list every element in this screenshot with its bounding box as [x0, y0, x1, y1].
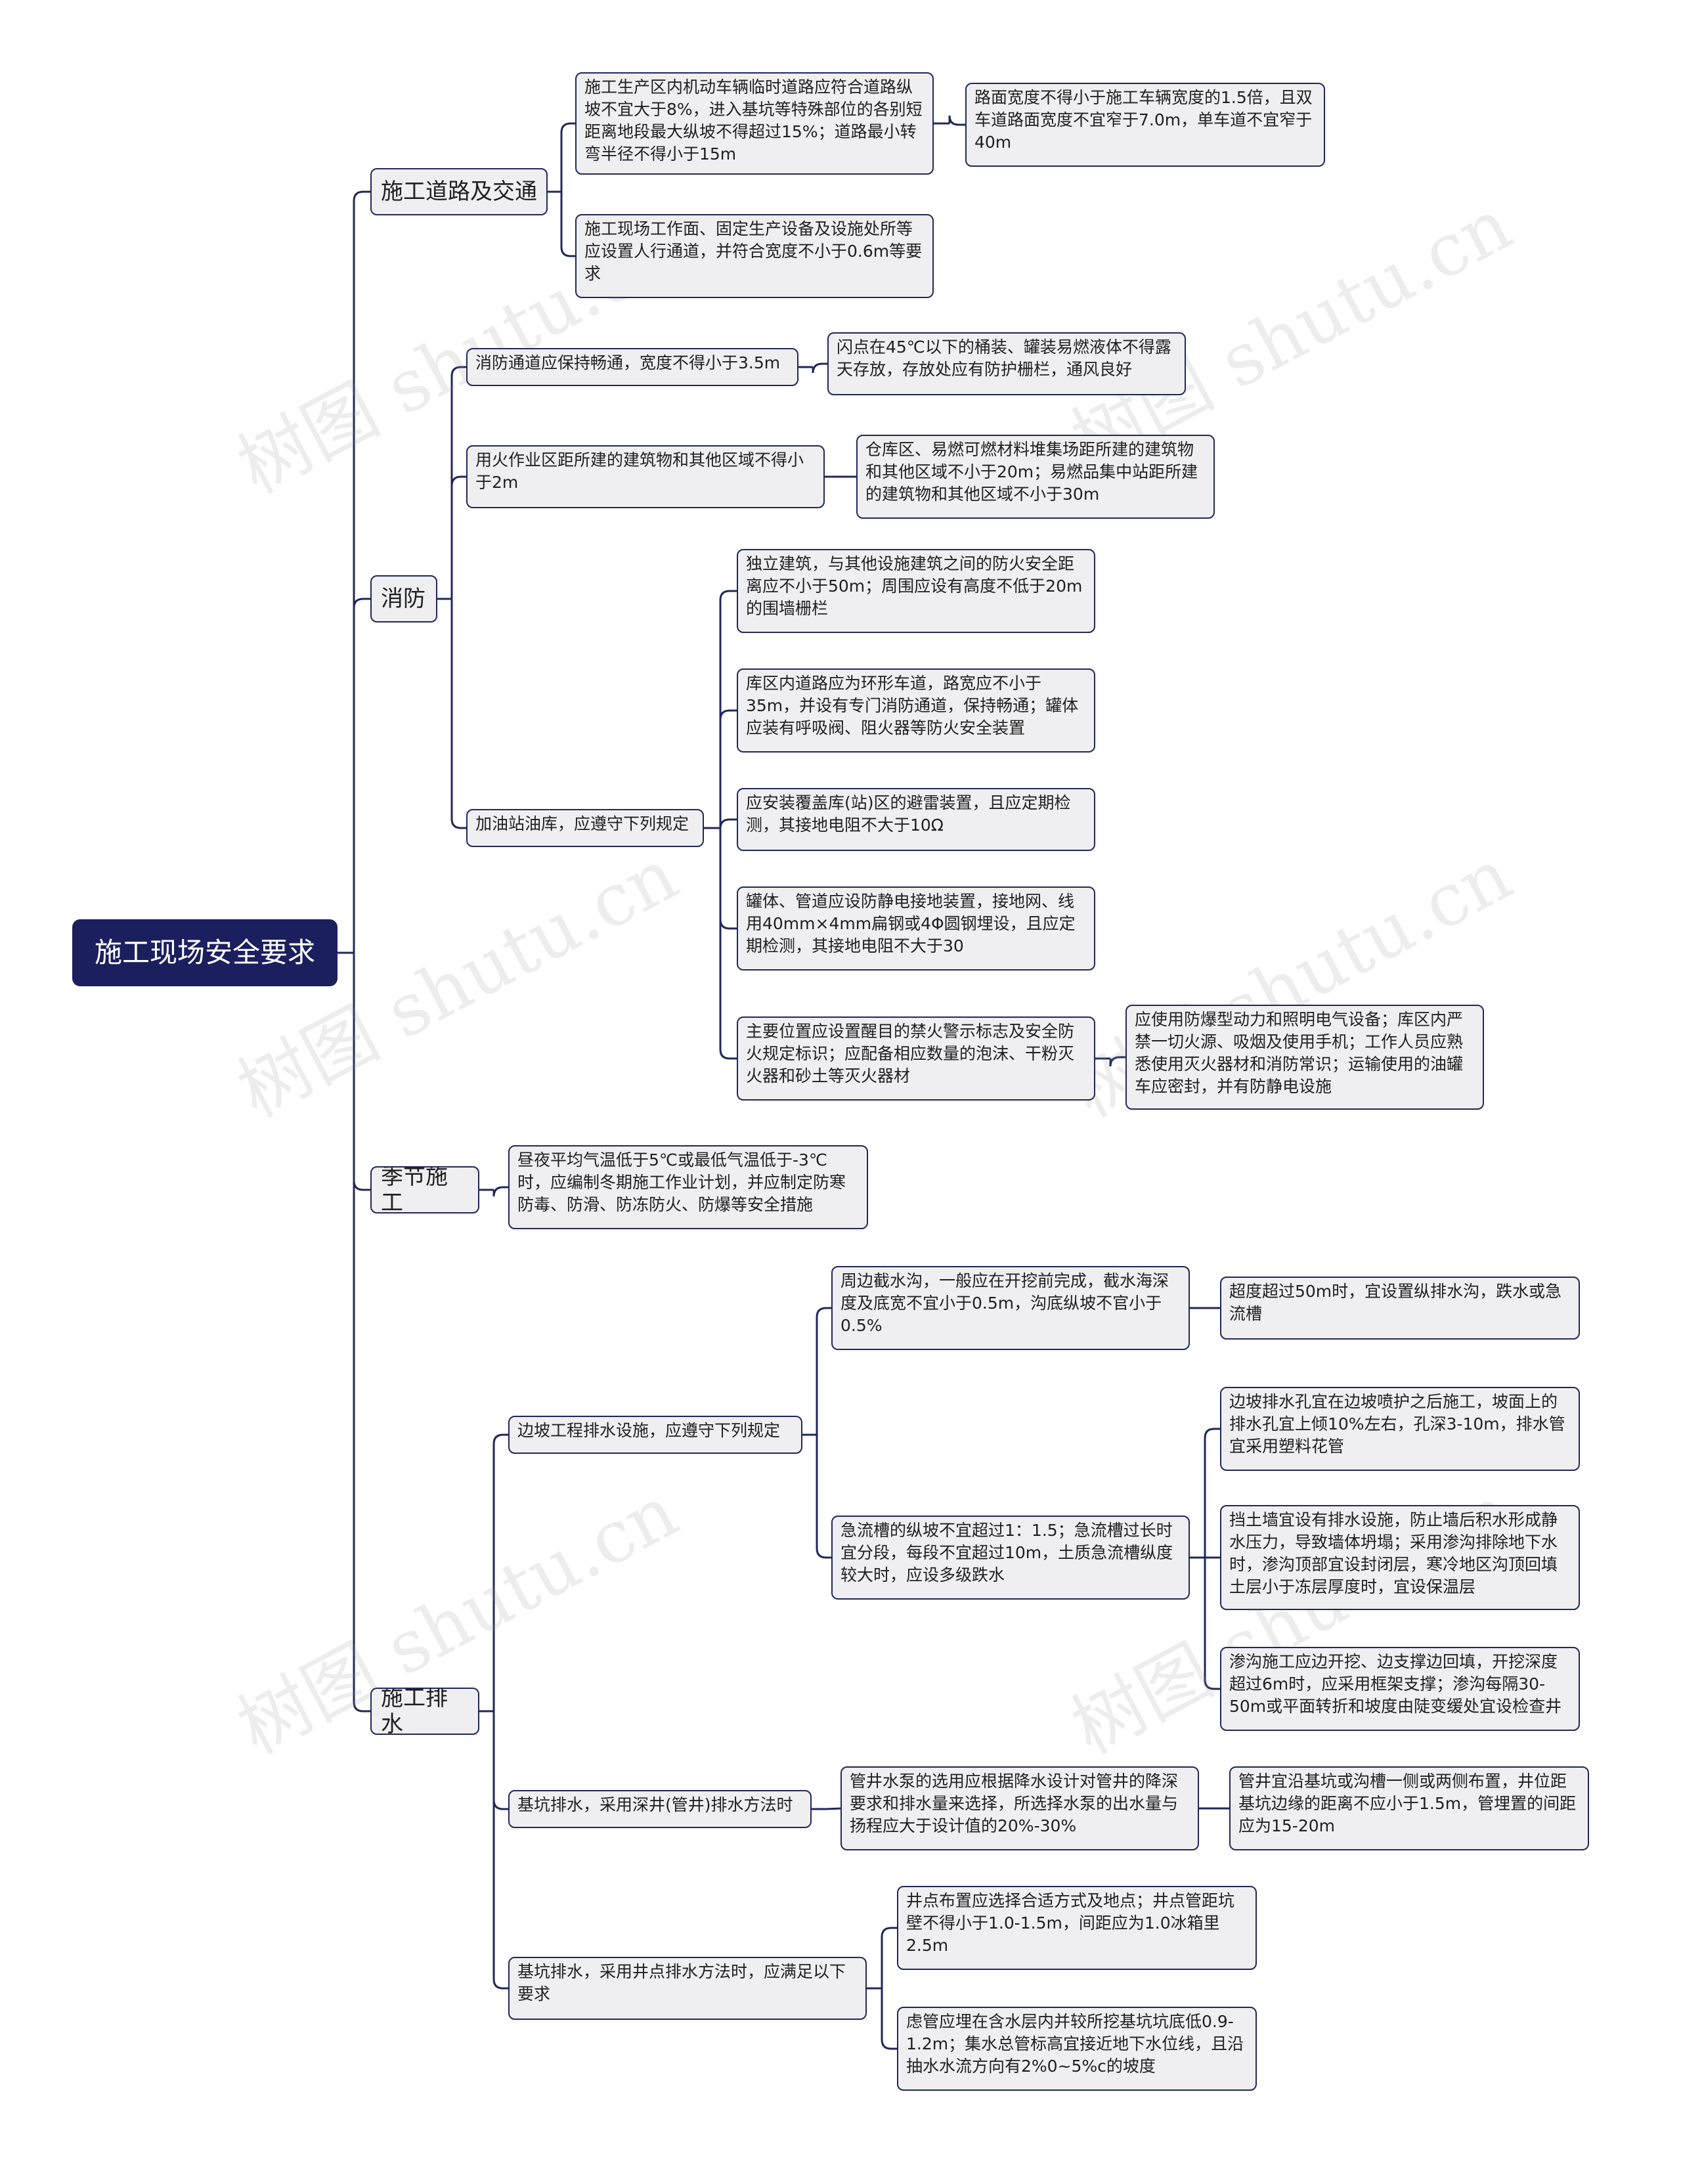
hot-work-zone-node[interactable]: 用火作业区距所建的建筑物和其他区域不得小于2m — [466, 445, 825, 508]
road-width-node[interactable]: 路面宽度不得小于施工车辆宽度的1.5倍，且双车道路面宽度不宜窄于7.0m，单车道… — [965, 83, 1325, 167]
seepage-ditch-node[interactable]: 渗沟施工应边开挖、边支撑边回填，开挖深度超过6m时，应采用框架支撑；渗沟每隔30… — [1220, 1647, 1580, 1731]
fuel-depot-rule-2[interactable]: 库区内道路应为环形车道，路宽应不小于35m，并设有专门消防通道，保持畅通；罐体应… — [737, 668, 1095, 753]
connector-fire_a — [798, 362, 827, 374]
wellpoint-drainage-node[interactable]: 基坑排水，采用井点排水方法时，应满足以下要求 — [508, 1957, 867, 2020]
chute-slope-node[interactable]: 急流槽的纵坡不宜超过1：1.5；急流槽过长时宜分段，每段不宜超过10m，土质急流… — [831, 1516, 1190, 1600]
winter-plan-node[interactable]: 昼夜平均气温低于5℃或最低气温低于-3℃时，应编制冬期施工作业计划，并应制定防寒… — [508, 1145, 868, 1229]
fuel-depot-rule-5[interactable]: 主要位置应设置醒目的禁火警示标志及安全防火规定标识；应配备相应数量的泡沫、干粉灭… — [737, 1016, 1095, 1101]
slope-drainage-rules-node[interactable]: 边坡工程排水设施，应遵守下列规定 — [508, 1416, 802, 1454]
fuel-depot-rule-4[interactable]: 罐体、管道应设防静电接地装置，接地网、线用40mm×4mm扁钢或4Φ圆钢埋设，且… — [737, 886, 1095, 971]
fuel-depot-rule-3[interactable]: 应安装覆盖库(站)区的避雷装置，且应定期检测，其接地电阻不大于10Ω — [737, 788, 1095, 851]
wellpoint-layout-node[interactable]: 井点布置应选择合适方式及地点；井点管距坑壁不得小于1.0-1.5m，间距应为1.… — [897, 1886, 1257, 1970]
drain-hole-node[interactable]: 边坡排水孔宜在边坡喷护之后施工，坡面上的排水孔宜上倾10%左右，孔深3-10m，… — [1220, 1387, 1580, 1471]
pedestrian-passage-node[interactable]: 施工现场工作面、固定生产设备及设施处所等应设置人行通道，并符合宽度不小于0.6m… — [575, 214, 934, 298]
filter-pipe-node[interactable]: 虑管应埋在含水层内并较所挖基坑坑底低0.9-1.2m；集水总管标高宜接近地下水位… — [897, 2007, 1257, 2091]
fuel-depot-rule-5-detail[interactable]: 应使用防爆型动力和照明电气设备；库区内严禁一切火源、吸烟及使用手机；工作人员应熟… — [1125, 1005, 1484, 1110]
topic-fire-protection[interactable]: 消防 — [370, 575, 437, 622]
connector-road_n1 — [934, 115, 965, 126]
connector-slope_n2 — [1190, 1428, 1220, 1690]
well-layout-node[interactable]: 管井宜沿基坑或沟槽一侧或两侧布置，井位距基坑边缘的距离不应小于1.5m，管埋置的… — [1229, 1766, 1589, 1850]
connector-season — [479, 1186, 508, 1197]
topic-construction-drainage[interactable]: 施工排水 — [370, 1688, 479, 1735]
road-grade-node[interactable]: 施工生产区内机动车辆临时道路应符合道路纵坡不宜大于8%，进入基坑等特殊部位的各别… — [575, 72, 934, 175]
connector-root — [338, 190, 370, 1713]
connector-slope — [802, 1307, 831, 1559]
fire-lane-node[interactable]: 消防通道应保持畅通，宽度不得小于3.5m — [466, 348, 798, 386]
connector-wp — [867, 1927, 897, 2050]
connector-fire_c5 — [1095, 1056, 1125, 1067]
well-pump-selection-node[interactable]: 管井水泵的选用应根据降水设计对管井的降深要求和排水量来选择，所选择水泵的出水量与… — [840, 1766, 1199, 1850]
fuel-depot-rule-1[interactable]: 独立建筑，与其他设施建筑之间的防火安全距离应不小于50m；周围应设有高度不低于2… — [737, 549, 1095, 633]
deep-well-drainage-node[interactable]: 基坑排水，采用深井(管井)排水方法时 — [508, 1790, 812, 1828]
connector-fire_c — [704, 590, 737, 1060]
connector-drain — [479, 1433, 508, 1990]
topic-road-traffic[interactable]: 施工道路及交通 — [370, 168, 548, 215]
connector-fire — [437, 366, 466, 829]
longitudinal-ditch-node[interactable]: 超度超过50m时，宜设置纵排水沟，跌水或急流槽 — [1220, 1277, 1580, 1340]
retaining-wall-node[interactable]: 挡土墙宜设有排水设施，防止墙后积水形成静水压力，导致墙体坍塌；采用渗沟排除地下水… — [1220, 1505, 1580, 1610]
intercepting-ditch-node[interactable]: 周边截水沟，一般应在开挖前完成，截水海深度及底宽不宜小于0.5m，沟底纵坡不官小… — [831, 1266, 1190, 1350]
connector-road — [548, 122, 575, 257]
root-topic[interactable]: 施工现场安全要求 — [72, 919, 338, 986]
fuel-depot-rules-node[interactable]: 加油站油库，应遵守下列规定 — [466, 809, 704, 847]
connector-deep — [812, 1807, 841, 1810]
flammable-liquid-storage-node[interactable]: 闪点在45℃以下的桶装、罐装易燃液体不得露天存放，存放处应有防护栅栏，通风良好 — [827, 332, 1186, 395]
warehouse-distance-node[interactable]: 仓库区、易燃可燃材料堆集场距所建的建筑物和其他区域不小于20m；易燃品集中站距所… — [856, 435, 1215, 519]
topic-seasonal-construction[interactable]: 季节施工 — [370, 1166, 479, 1213]
